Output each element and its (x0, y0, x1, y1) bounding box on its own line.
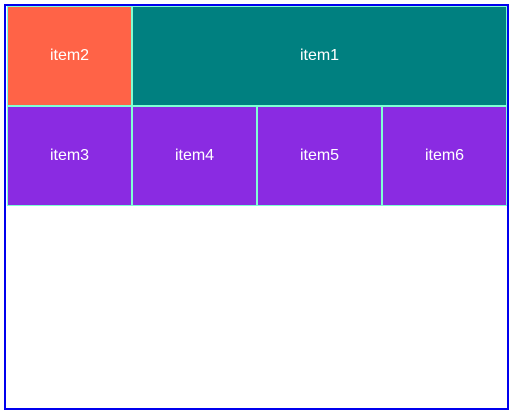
grid-item-6: item6 (382, 106, 507, 206)
grid-item-4: item4 (132, 106, 257, 206)
grid-item-2-label: item2 (49, 47, 90, 64)
grid-item-5: item5 (257, 106, 382, 206)
grid-item-6-label: item6 (424, 147, 465, 164)
grid-item-1-label: item1 (299, 47, 340, 64)
grid-item-1: item1 (132, 6, 507, 106)
grid-item-3-label: item3 (49, 147, 90, 164)
grid-container: item2 item1 item3 item4 item5 item6 (4, 4, 509, 410)
grid-item-5-label: item5 (299, 147, 340, 164)
grid-item-3: item3 (7, 106, 132, 206)
grid-item-4-label: item4 (174, 147, 215, 164)
grid: item2 item1 item3 item4 item5 item6 (7, 6, 507, 206)
grid-item-2: item2 (7, 6, 132, 106)
